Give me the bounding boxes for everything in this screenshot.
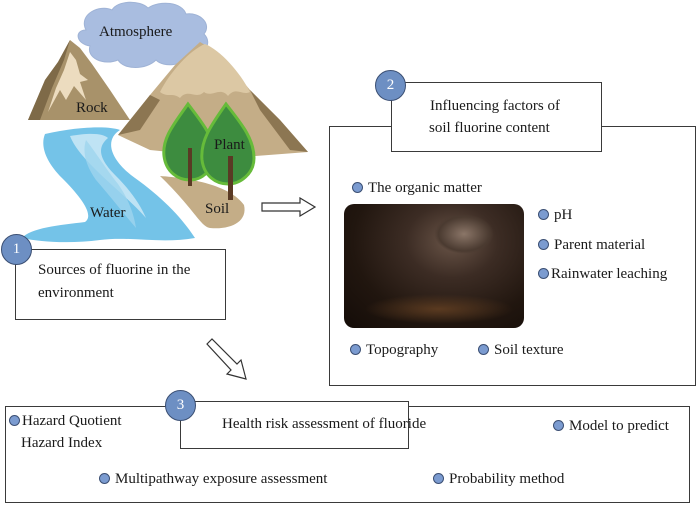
bullet-icon [433,473,444,485]
section-3-title-box [180,401,409,449]
factor-topography: Topography [350,342,438,359]
soil-photo [344,204,524,328]
item-hazard-quotient: Hazard Quotient [9,413,122,430]
section-1-badge: 1 [1,234,32,265]
soil-label: Soil [205,201,230,217]
bullet-icon [538,268,549,280]
item-model-to-predict: Model to predict [553,418,669,435]
rock-mountain-icon [28,40,130,120]
section-2-title-line1: Influencing factors of [430,98,560,114]
tree-icon [200,101,256,200]
plant-label: Plant [214,137,245,153]
water-label: Water [90,205,126,221]
item-probability-method: Probability method [433,471,564,488]
bullet-icon [352,182,363,194]
section-2-title-box [391,82,602,152]
section-3-badge: 3 [165,390,196,421]
factor-parent-material: Parent material [538,237,645,254]
bullet-icon [538,239,549,251]
environment-illustration [22,1,308,243]
factor-rainwater-leaching: Rainwater leaching [538,266,667,283]
arrow-right-icon [261,197,317,217]
bullet-icon [99,473,110,485]
section-2-badge: 2 [375,70,406,101]
factor-organic-matter: The organic matter [352,180,482,197]
section-1-title-line1: Sources of fluorine in the [38,262,191,278]
arrow-down-right-icon [206,338,247,380]
factor-soil-texture: Soil texture [478,342,564,359]
section-1-title-line2: environment [38,285,114,301]
soil-patch-icon [160,176,245,229]
factor-ph: pH [538,207,572,224]
item-hazard-index: Hazard Index [21,435,103,451]
bullet-icon [478,344,489,356]
item-multipathway: Multipathway exposure assessment [99,471,327,488]
bullet-icon [553,420,564,432]
bullet-icon [350,344,361,356]
rock-label: Rock [76,100,108,116]
section-2-title-line2: soil fluorine content [429,120,550,136]
atmosphere-label: Atmosphere [99,24,173,40]
water-icon [22,127,195,243]
section-3-title: Health risk assessment of fluoride [222,416,427,432]
mountain-icon [118,42,308,158]
bullet-icon [538,209,549,221]
bullet-icon [9,415,20,427]
section-1-box [15,249,226,320]
